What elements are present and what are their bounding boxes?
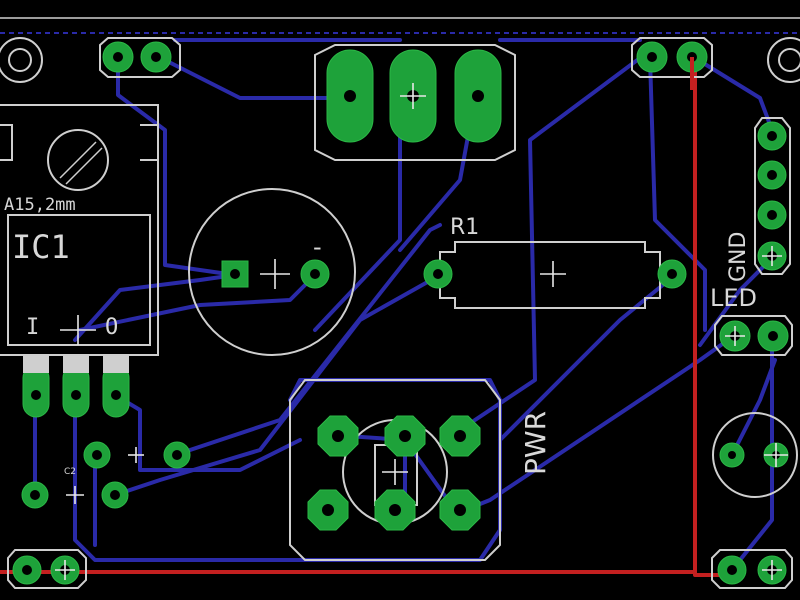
power-switch — [289, 379, 501, 561]
ic1-name-label: IC1 — [12, 228, 70, 266]
c2-label: C2 — [64, 467, 76, 477]
led-label: LED — [710, 284, 757, 312]
board-outline — [0, 17, 800, 34]
header-right-4pin — [754, 117, 791, 275]
terminal-block-3pin — [314, 44, 516, 161]
capacitor-polarity-label: - — [313, 233, 322, 261]
ic1-pin-out-label: O — [105, 315, 118, 340]
ic1-pins — [22, 355, 130, 418]
header-top-right — [631, 37, 713, 78]
ic1-package-label: A15,2mm — [4, 195, 76, 215]
capacitor-c2-area — [21, 441, 191, 509]
pwr-label: PWR — [519, 411, 552, 475]
header-bottom-right — [711, 549, 793, 589]
electrolytic-capacitor — [188, 188, 356, 356]
mounting-hole-right — [767, 37, 800, 83]
gnd-label: GND — [726, 232, 751, 282]
resistor-r1 — [423, 241, 687, 309]
mounting-hole-left — [0, 37, 43, 83]
ic1-pin-in-label: I — [26, 315, 39, 340]
r1-label: R1 — [450, 215, 479, 240]
header-top-left — [99, 37, 181, 78]
header-bottom-left — [7, 549, 87, 589]
led-footprint — [712, 412, 798, 498]
header-led — [714, 315, 793, 356]
